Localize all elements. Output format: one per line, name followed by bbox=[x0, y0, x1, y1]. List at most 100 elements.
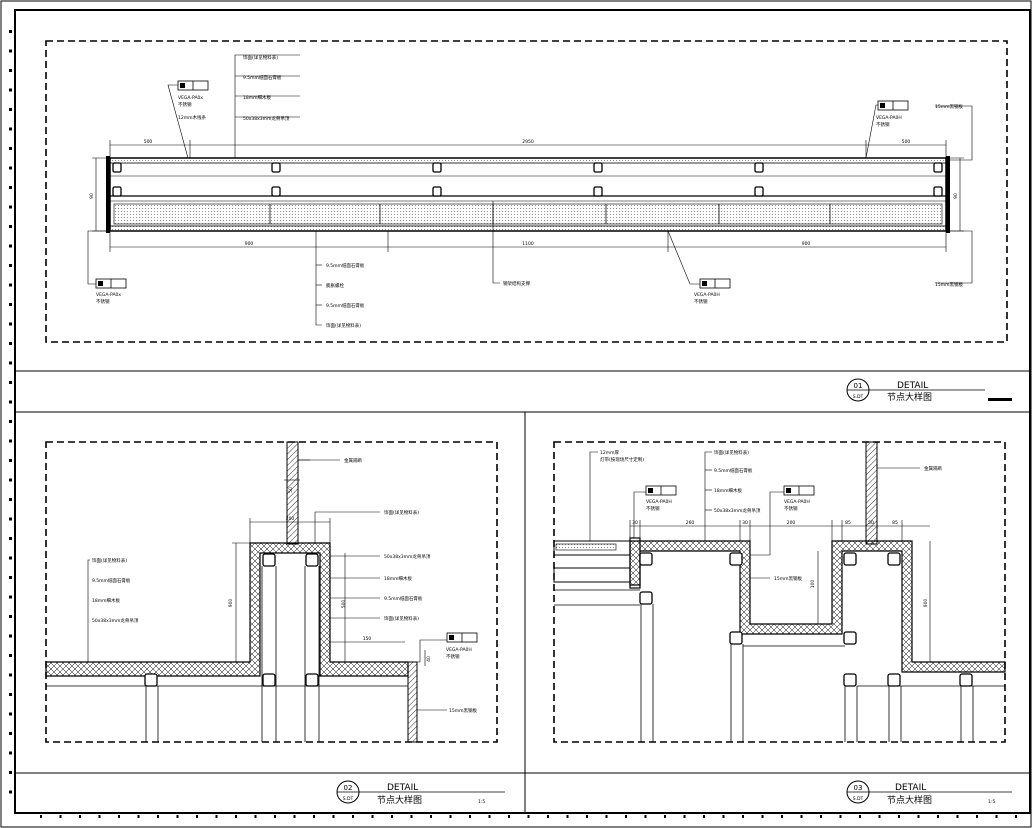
note-keel: 50x38x3mm龙骨吊顶 bbox=[243, 115, 290, 122]
dim-top-left: 500 bbox=[144, 139, 153, 145]
border-tick bbox=[9, 225, 12, 228]
note-steel-frame: 钢架结构支撑 bbox=[503, 280, 530, 287]
detail-subtitle-01: 节点大样图 bbox=[887, 391, 932, 403]
border-tick bbox=[9, 49, 12, 53]
border-tick bbox=[176, 815, 179, 818]
border-tick bbox=[508, 815, 510, 818]
border-tick bbox=[9, 556, 12, 560]
svg-text:灯带(按现场尺寸定制): 灯带(按现场尺寸定制) bbox=[600, 456, 644, 463]
notes-left-02: 饰面(详见物料表) 9.5mm纸面石膏板 18mm细木板 50x38x3mm龙骨… bbox=[92, 557, 139, 624]
svg-text:50x38x3mm龙骨吊顶: 50x38x3mm龙骨吊顶 bbox=[92, 617, 139, 624]
border-tick bbox=[839, 815, 842, 818]
note-steel-03: 15mm黑钢板 bbox=[774, 575, 802, 582]
border-tick bbox=[9, 576, 12, 579]
dim-right-height: 90 bbox=[953, 193, 959, 199]
border-tick bbox=[215, 815, 218, 818]
dim-left-height: 90 bbox=[89, 193, 95, 199]
border-tick bbox=[352, 815, 354, 818]
border-tick bbox=[9, 654, 12, 657]
border-tick bbox=[9, 30, 12, 33]
border-tick bbox=[9, 478, 12, 482]
border-tick bbox=[9, 147, 12, 150]
notes-right-02: 饰面(详见物料表) 50x38x3mm龙骨吊顶 18mm细木板 9.5mm纸面石… bbox=[384, 509, 431, 622]
svg-text:18mm细木板: 18mm细木板 bbox=[384, 575, 412, 582]
border-tick bbox=[625, 815, 627, 818]
notes-bottom: 9.5mm纸面石膏板 膨胀螺栓 9.5mm纸面石膏板 饰面(详见物料表) bbox=[326, 262, 365, 329]
border-tick bbox=[9, 283, 12, 287]
border-tick bbox=[9, 342, 12, 345]
border-tick bbox=[410, 815, 413, 818]
note-gypsum: 9.5mm纸面石膏板 bbox=[243, 74, 282, 81]
border-tick bbox=[547, 815, 549, 818]
svg-text:不锈钢: 不锈钢 bbox=[446, 653, 460, 660]
dim-bottom-2: 1100 bbox=[522, 241, 534, 247]
svg-text:VEGA-PA0H: VEGA-PA0H bbox=[784, 499, 810, 505]
dim-bottom-1: 900 bbox=[245, 241, 254, 247]
material-tag-left-top: VEGA-PA0x 不锈钢 12mm木线条 bbox=[177, 80, 209, 121]
border-tick bbox=[820, 815, 822, 818]
svg-text:VEGA-PA0x: VEGA-PA0x bbox=[178, 95, 203, 101]
svg-text:260: 260 bbox=[686, 520, 695, 526]
title-block-02: 02 S.DT DETAIL 节点大样图 1:5 bbox=[336, 780, 505, 806]
border-tick bbox=[781, 815, 783, 818]
border-tick bbox=[9, 517, 12, 521]
svg-text:12mm木线条: 12mm木线条 bbox=[178, 114, 206, 121]
svg-text:150: 150 bbox=[363, 636, 372, 642]
svg-text:膨胀螺栓: 膨胀螺栓 bbox=[326, 282, 344, 289]
border-tick bbox=[40, 815, 42, 818]
note-plywood: 18mm细木板 bbox=[243, 94, 271, 101]
detail-subtitle-03: 节点大样图 bbox=[887, 794, 932, 806]
border-tick bbox=[761, 815, 764, 818]
border-tick bbox=[703, 815, 705, 818]
note-finish: 饰面(详见物料表) bbox=[243, 54, 278, 61]
border-tick bbox=[9, 790, 12, 794]
svg-text:饰面(详见物料表): 饰面(详见物料表) bbox=[326, 322, 361, 329]
detail-number-02: 02 bbox=[344, 784, 353, 792]
notes-mid-03: 饰面(详见物料表) 9.5mm纸面石膏板 18mm细木板 50x38x3mm龙骨… bbox=[714, 449, 761, 514]
svg-text:50: 50 bbox=[288, 487, 294, 493]
svg-text:900: 900 bbox=[228, 599, 234, 608]
border-tick bbox=[1015, 815, 1017, 818]
svg-text:不锈钢: 不锈钢 bbox=[784, 505, 798, 512]
detail-scale-02: 1:5 bbox=[478, 799, 485, 805]
material-tag-right-bottom: VEGA-PA0H 不锈钢 bbox=[694, 278, 731, 305]
border-tick bbox=[9, 361, 12, 365]
notes-top: 饰面(详见物料表) 9.5mm纸面石膏板 18mm细木板 50x38x3mm龙骨… bbox=[243, 54, 290, 122]
svg-text:500: 500 bbox=[341, 600, 347, 609]
border-tick bbox=[274, 815, 276, 818]
material-tag-right-top: VEGA-PA0H 不锈钢 bbox=[876, 100, 909, 128]
detail-title-01: DETAIL bbox=[897, 381, 928, 391]
svg-text:9.5mm纸面石膏板: 9.5mm纸面石膏板 bbox=[326, 262, 365, 269]
note-steel-bottom: 15mm黑钢板 bbox=[935, 281, 963, 288]
border-tick bbox=[859, 815, 861, 818]
border-tick bbox=[9, 693, 12, 696]
svg-text:12mm厚: 12mm厚 bbox=[600, 450, 619, 456]
border-tick bbox=[9, 595, 12, 599]
border-tick bbox=[605, 815, 608, 818]
border-tick bbox=[469, 815, 471, 818]
border-tick bbox=[898, 815, 900, 818]
border-tick bbox=[917, 815, 920, 818]
border-tick bbox=[9, 498, 12, 501]
border-tick bbox=[293, 815, 296, 818]
border-tick bbox=[9, 400, 12, 404]
svg-text:30: 30 bbox=[632, 520, 638, 526]
border-tick bbox=[488, 815, 491, 818]
note-metal-partition-03: 金属隔断 bbox=[924, 465, 942, 472]
svg-text:S.DT: S.DT bbox=[853, 394, 864, 400]
border-tick bbox=[9, 322, 12, 326]
svg-text:不锈钢: 不锈钢 bbox=[96, 298, 110, 305]
border-tick bbox=[157, 815, 159, 818]
detail-panel-03: 260 30 200 30 85 50 85 100 900 12mm厚 灯带(… bbox=[553, 441, 1012, 806]
detail-scale-03: 1:5 bbox=[988, 799, 995, 805]
border-tick bbox=[9, 264, 12, 267]
border-tick bbox=[9, 166, 12, 170]
border-tick bbox=[9, 381, 12, 384]
svg-text:不锈钢: 不锈钢 bbox=[178, 101, 192, 108]
border-tick bbox=[937, 815, 939, 818]
svg-text:不锈钢: 不锈钢 bbox=[646, 505, 660, 512]
border-tick bbox=[9, 634, 12, 638]
border-tick bbox=[956, 815, 959, 818]
